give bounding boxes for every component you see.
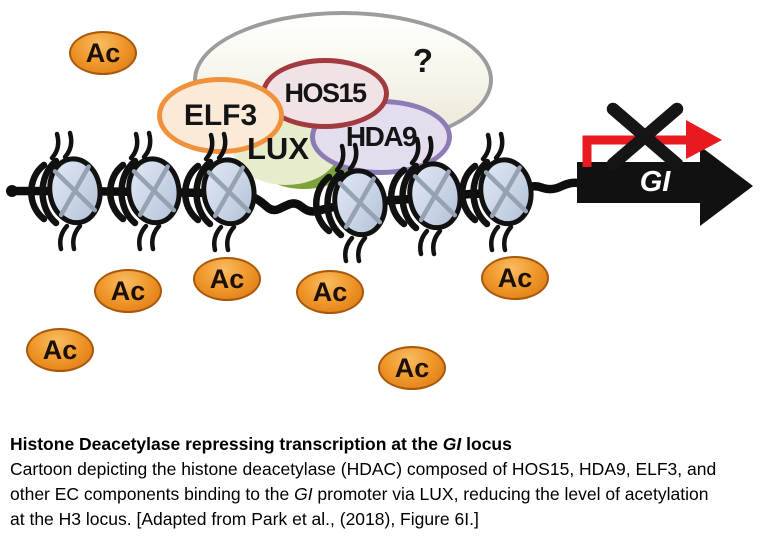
- nucleosome: [185, 134, 258, 250]
- unknown-component-label: ?: [412, 42, 434, 79]
- dna-end-knob: [6, 185, 18, 197]
- figure-caption: Histone Deacetylase repressing transcrip…: [10, 432, 772, 532]
- caption-body-line2: other EC components binding to the GI pr…: [10, 482, 772, 507]
- gene-label: GI: [640, 166, 672, 198]
- repression-x-mark: [606, 102, 684, 171]
- acetyl-mark: Ac: [296, 270, 364, 314]
- caption-body: Cartoon depicting the histone deacetylas…: [10, 457, 772, 532]
- gene-arrow: GI: [577, 146, 753, 226]
- acetyl-mark: Ac: [378, 346, 446, 390]
- acetyl-mark: Ac: [193, 257, 261, 301]
- caption-title-gene: GI: [442, 434, 462, 454]
- caption-body-line2-gene: GI: [294, 484, 313, 504]
- nucleosome: [316, 145, 389, 261]
- nucleosome: [31, 133, 104, 249]
- acetyl-mark: Ac: [481, 256, 549, 300]
- caption-body-line1: Cartoon depicting the histone deacetylas…: [10, 459, 717, 479]
- hos15-label: HOS15: [284, 78, 367, 108]
- nucleosome: [462, 134, 535, 250]
- caption-body-line2-pre: other EC components binding to the: [10, 484, 295, 504]
- caption-title-tail: locus: [461, 434, 512, 454]
- caption-body-line3: at the H3 locus. [Adapted from Park et a…: [10, 509, 479, 529]
- nucleosome: [110, 133, 183, 249]
- acetyl-mark: Ac: [94, 269, 162, 313]
- acetyl-mark: Ac: [26, 328, 94, 372]
- caption-title-text: Histone Deacetylase repressing transcrip…: [10, 434, 443, 454]
- elf3-ellipse: ELF3: [157, 77, 284, 154]
- lux-label: LUX: [247, 131, 309, 166]
- elf3-label: ELF3: [183, 98, 258, 132]
- acetyl-mark: Ac: [69, 31, 137, 75]
- nucleosome: [391, 138, 464, 254]
- chromatin-diagram-svg: GI: [6, 102, 753, 420]
- caption-title: Histone Deacetylase repressing transcrip…: [10, 432, 772, 457]
- hda9-label: HDA9: [345, 121, 418, 152]
- caption-body-line2-post: promoter via LUX, reducing the level of …: [312, 484, 709, 504]
